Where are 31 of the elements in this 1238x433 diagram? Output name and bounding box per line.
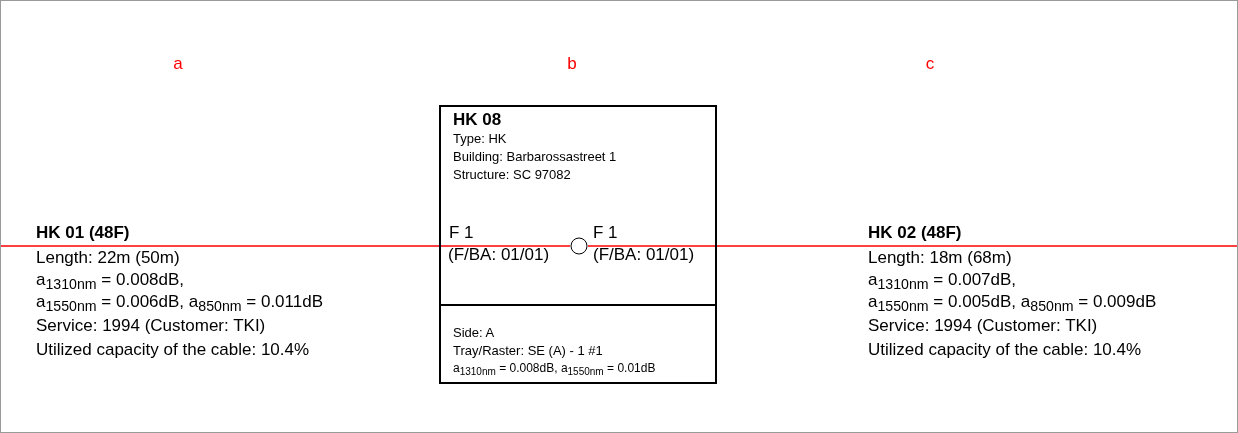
column-letter: c	[925, 54, 935, 74]
port-label: F 1	[593, 223, 618, 243]
cable-info: a$_{1310nm}$ = 0.007dB,	[868, 270, 1017, 293]
info-text: a$_{1310nm}$ = 0.008dB, a$_{1550nm}$ = 0.01dB	[453, 362, 656, 378]
cable-info: a$_{1550nm}$ = 0.006dB, a$_{850nm}$ = 0.011dB	[36, 292, 323, 315]
info-text: Tray/Raster: SE (A) - 1 #1	[453, 344, 603, 359]
info-text: Building: Barbarossastreet 1	[453, 150, 617, 165]
cable-info: Utilized capacity of the cable: 10.4%	[36, 340, 310, 360]
cable-info: Length: 18m (68m)	[868, 248, 1012, 268]
info-text: Type: HK	[453, 132, 507, 147]
splice-circle	[570, 237, 588, 255]
cable-info: a$_{1310nm}$ = 0.008dB,	[36, 270, 185, 293]
tray-box	[439, 304, 717, 384]
column-letter: a	[173, 54, 183, 74]
cable-info: a$_{1550nm}$ = 0.005dB, a$_{850nm}$ = 0.009dB	[868, 292, 1157, 315]
column-letter: b	[567, 54, 577, 74]
cable-info: Utilized capacity of the cable: 10.4%	[868, 340, 1142, 360]
cable-title: HK 01 (48F)	[36, 223, 130, 243]
port-label: F 1	[449, 223, 474, 243]
node-title: HK 08	[453, 110, 502, 130]
port-label: (F/BA: 01/01)	[593, 245, 695, 265]
info-text: Side: A	[453, 326, 495, 341]
cable-info: Service: 1994 (Customer: TKI)	[868, 316, 1098, 336]
cable-line	[0, 245, 571, 247]
cable-info: Service: 1994 (Customer: TKI)	[36, 316, 266, 336]
info-text: Structure: SC 97082	[453, 168, 571, 183]
cable-line	[587, 245, 1238, 247]
cable-info: Length: 22m (50m)	[36, 248, 180, 268]
cable-title: HK 02 (48F)	[868, 223, 962, 243]
enclosure-box	[439, 105, 717, 306]
port-label: (F/BA: 01/01)	[448, 245, 550, 265]
